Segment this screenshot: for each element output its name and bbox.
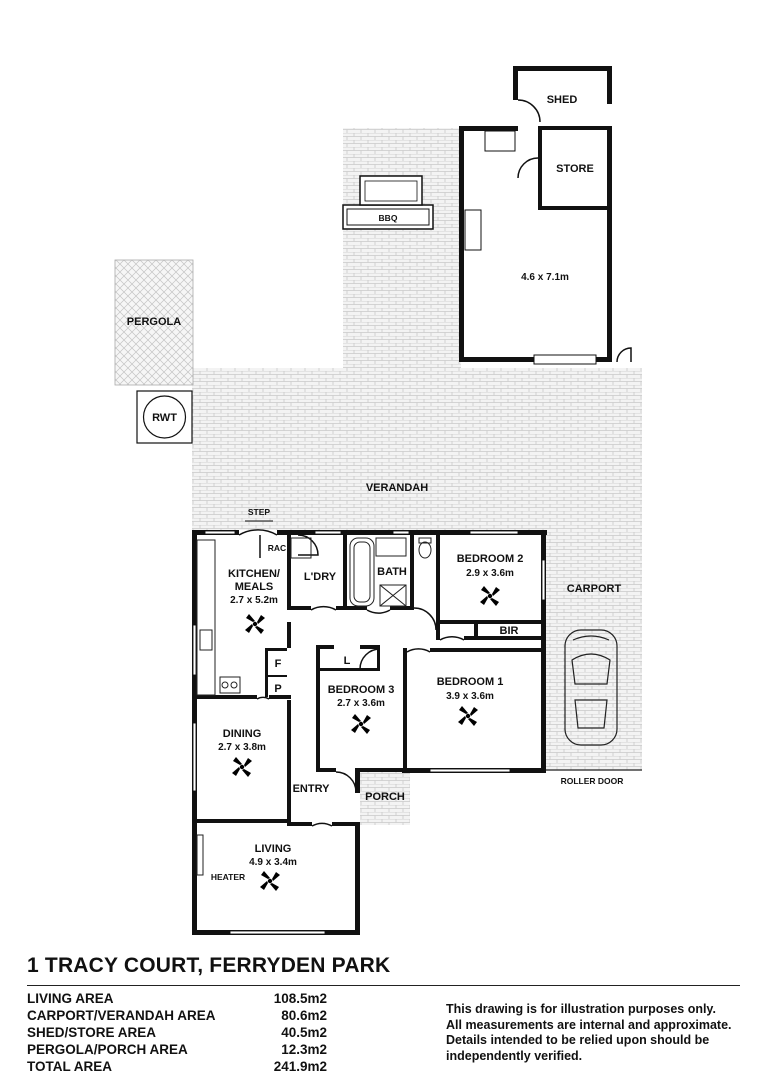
- bedroom1-dimension: 3.9 x 3.6m: [446, 691, 494, 702]
- kitchen-label-2: MEALS: [235, 581, 274, 593]
- interior-walls: [197, 535, 541, 826]
- bbq-structure: [342, 175, 434, 230]
- porch-label: PORCH: [365, 791, 405, 803]
- pergola-area: [114, 259, 194, 386]
- kitchen-label: KITCHEN/: [228, 568, 280, 580]
- roller-door-label: ROLLER DOOR: [561, 776, 624, 786]
- rac-label: RAC: [268, 543, 286, 553]
- divider: [27, 985, 740, 986]
- living-dimension: 4.9 x 3.4m: [249, 857, 297, 868]
- rwt-label: RWT: [152, 412, 177, 424]
- ceiling-fan-icon: [351, 714, 371, 734]
- pantry-label: P: [274, 683, 281, 695]
- disclaimer-line: All measurements are internal and approx…: [446, 1017, 732, 1032]
- rwt-box: [136, 390, 193, 444]
- ceiling-fan-icon: [260, 871, 280, 891]
- shed-label: SHED: [547, 94, 578, 106]
- dining-dimension: 2.7 x 3.8m: [218, 742, 266, 753]
- bedroom3-label: BEDROOM 3: [328, 684, 395, 696]
- disclaimer-line: independently verified.: [446, 1048, 583, 1063]
- area-value: 12.3m2: [281, 1042, 327, 1057]
- area-label: SHED/STORE AREA: [27, 1025, 157, 1040]
- area-label: PERGOLA/PORCH AREA: [27, 1042, 188, 1057]
- disclaimer-line: This drawing is for illustration purpose…: [446, 1002, 716, 1016]
- bedroom1-label: BEDROOM 1: [437, 676, 504, 688]
- ceiling-fan-icon: [232, 757, 252, 777]
- pergola-label: PERGOLA: [127, 316, 181, 328]
- ceiling-fan-icon: [480, 586, 500, 606]
- garage-bench: [484, 130, 516, 152]
- area-row: CARPORT/VERANDAH AREA 80.6m2: [27, 1007, 327, 1024]
- store-door-swing: [517, 157, 539, 179]
- heater-label: HEATER: [211, 872, 245, 882]
- shed-door-swing: [517, 99, 541, 123]
- property-address: 1 TRACY COURT, FERRYDEN PARK: [27, 954, 391, 977]
- area-label: LIVING AREA: [27, 991, 114, 1006]
- linen-label: L: [344, 655, 351, 667]
- living-label: LIVING: [255, 843, 292, 855]
- garage-sink: [464, 209, 482, 251]
- bath-label: BATH: [377, 566, 407, 578]
- step-label: STEP: [248, 507, 271, 517]
- ceiling-fan-icon: [458, 706, 478, 726]
- windows: [192, 530, 546, 935]
- area-summary: LIVING AREA 108.5m2 CARPORT/VERANDAH ARE…: [27, 990, 327, 1075]
- rwt-tank: [142, 395, 187, 439]
- car-icon: [564, 629, 618, 746]
- area-label: TOTAL AREA: [27, 1059, 113, 1074]
- bir-label: BIR: [500, 625, 519, 637]
- area-label: CARPORT/VERANDAH AREA: [27, 1008, 216, 1023]
- bedroom2-dimension: 2.9 x 3.6m: [466, 568, 514, 579]
- entry-label: ENTRY: [293, 783, 331, 795]
- area-row: LIVING AREA 108.5m2: [27, 990, 327, 1007]
- fridge-label: F: [275, 658, 282, 670]
- garage-side-door: [616, 347, 632, 363]
- bedroom3-dimension: 2.7 x 3.6m: [337, 698, 385, 709]
- kitchen-dimension: 2.7 x 5.2m: [230, 595, 278, 606]
- area-row: SHED/STORE AREA 40.5m2: [27, 1024, 327, 1041]
- garage-opening: [533, 354, 597, 365]
- store-label: STORE: [556, 163, 594, 175]
- dining-label: DINING: [223, 728, 262, 740]
- area-row: TOTAL AREA 241.9m2: [27, 1058, 327, 1075]
- area-value: 40.5m2: [281, 1025, 327, 1040]
- fixtures: [196, 537, 432, 876]
- shed-garage-walls: [459, 66, 612, 362]
- carport-label: CARPORT: [567, 583, 622, 595]
- area-value: 108.5m2: [273, 991, 327, 1006]
- bedroom2-label: BEDROOM 2: [457, 553, 524, 565]
- paved-area: [192, 128, 642, 825]
- disclaimer: This drawing is for illustration purpose…: [446, 1002, 746, 1064]
- laundry-label: L'DRY: [304, 571, 337, 583]
- door-swings: [238, 529, 465, 827]
- verandah-label: VERANDAH: [366, 482, 428, 494]
- garage-dimension: 4.6 x 7.1m: [521, 272, 569, 283]
- area-row: PERGOLA/PORCH AREA 12.3m2: [27, 1041, 327, 1058]
- floor-plan: BBQ PERGOLA RWT SHED STORE 4.6 x 7.1m VE…: [114, 66, 642, 935]
- area-value: 241.9m2: [273, 1059, 327, 1074]
- area-value: 80.6m2: [281, 1008, 327, 1023]
- ceiling-fan-icon: [245, 614, 265, 634]
- bbq-label: BBQ: [379, 213, 398, 223]
- disclaimer-line: Details intended to be relied upon shoul…: [446, 1033, 710, 1047]
